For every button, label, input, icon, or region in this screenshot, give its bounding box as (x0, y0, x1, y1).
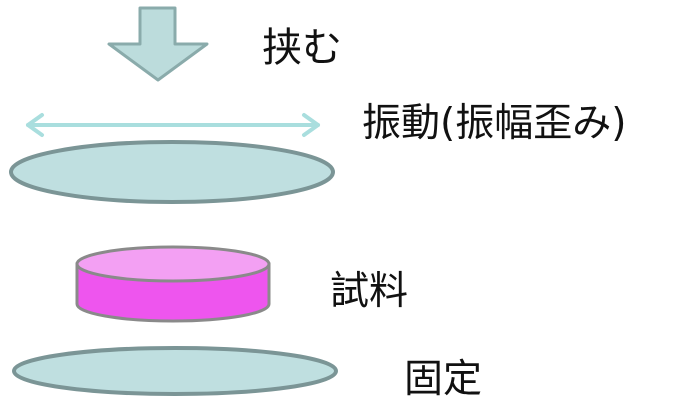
upper-plate (9, 140, 335, 204)
press-label: 挟む (262, 25, 342, 71)
sample-cylinder (75, 245, 271, 323)
lower-plate (12, 346, 338, 396)
down-arrow-icon (107, 6, 209, 82)
double-headed-arrow-icon (26, 113, 320, 137)
vibration-label: 振動(振幅歪み) (362, 101, 627, 146)
fixed-label: 固定 (404, 357, 483, 402)
sample-label: 試料 (330, 269, 409, 314)
